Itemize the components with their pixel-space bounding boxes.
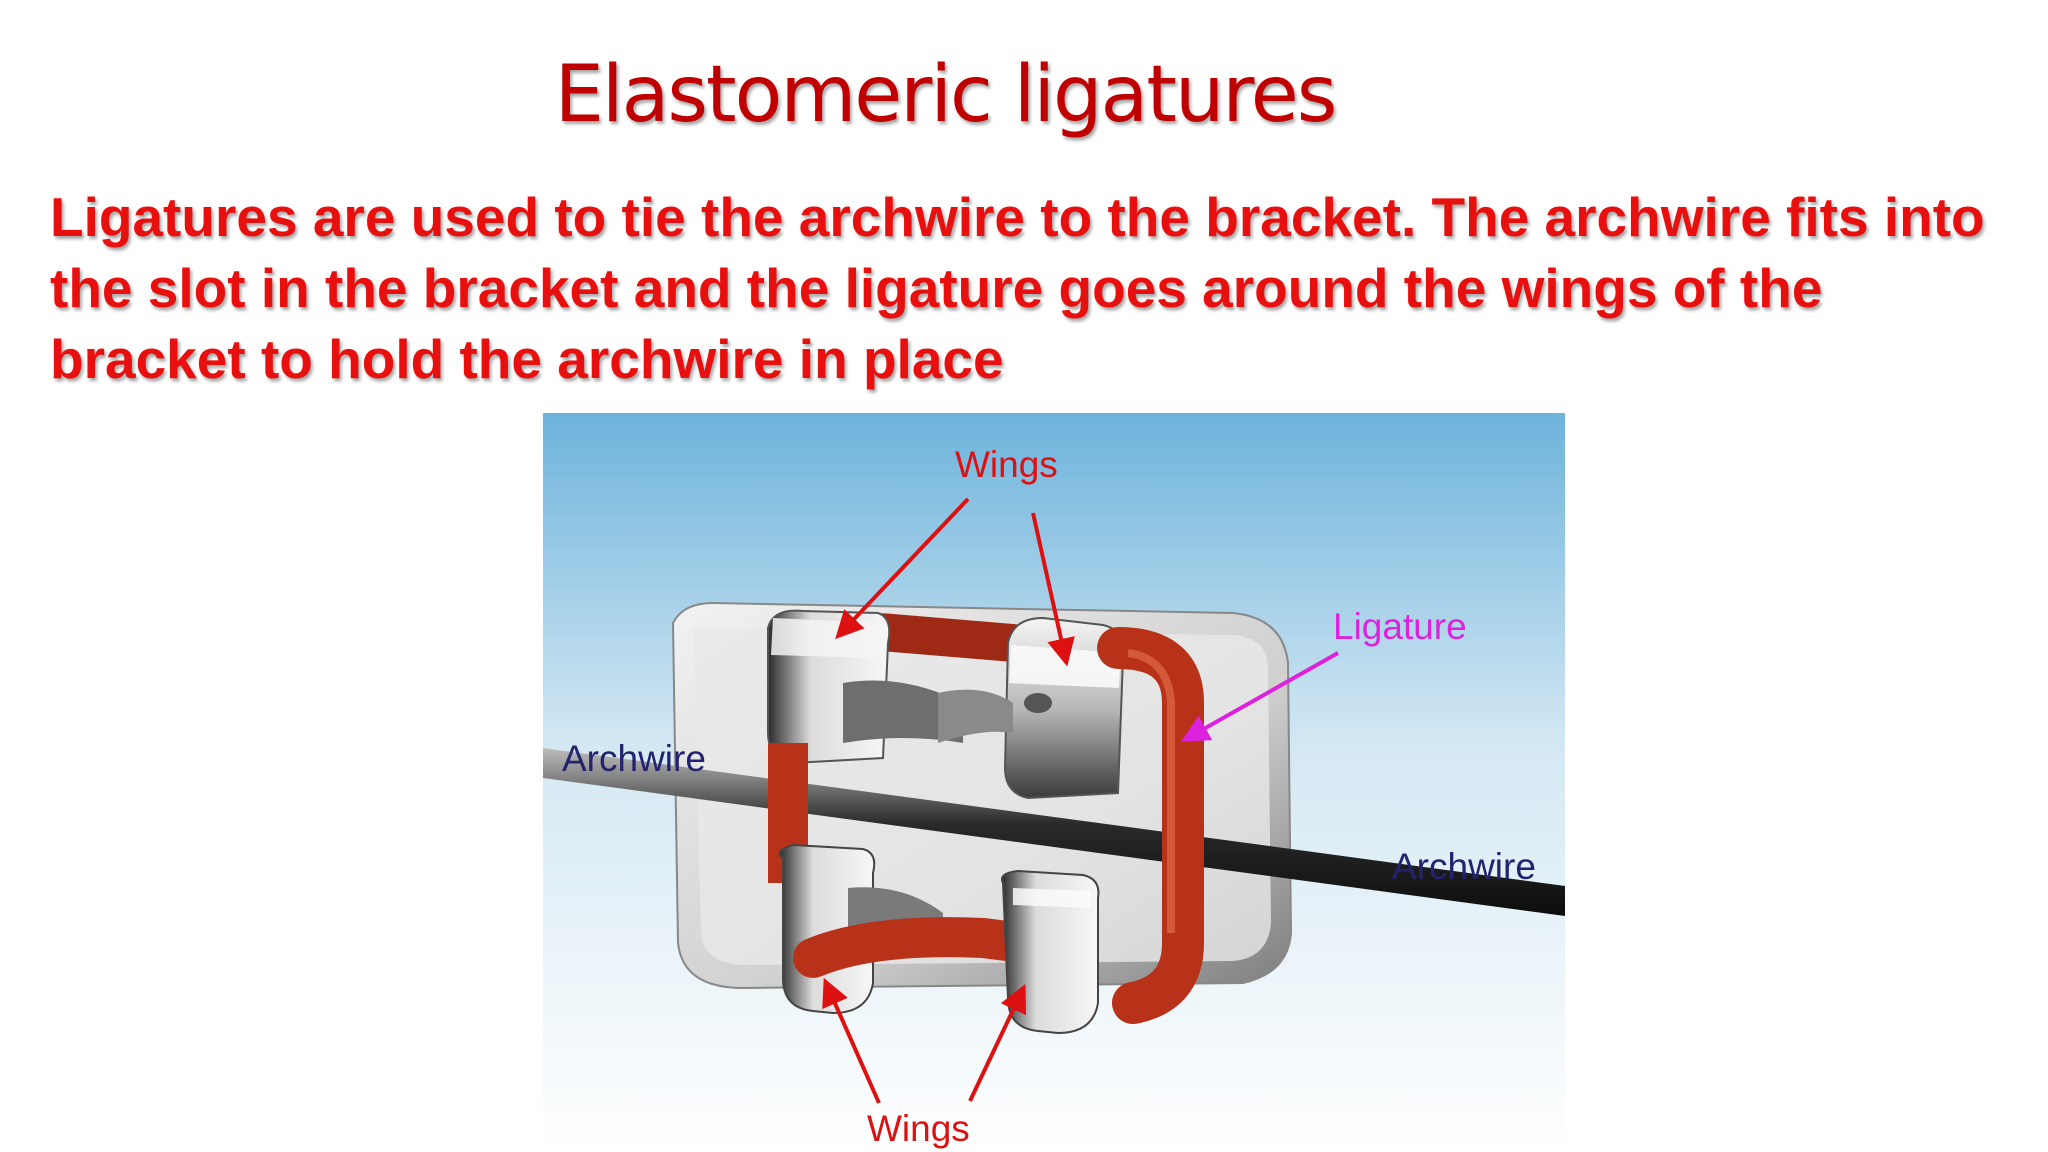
wings-bottom-arrow-right: [968, 983, 1027, 1102]
wing-top-right: [938, 616, 1125, 800]
bracket-diagram: Wings Ligature Archwire Archwire Wings: [543, 413, 1565, 1152]
ligature-arrow: [1181, 651, 1339, 742]
archwire-right-label: Archwire: [1392, 846, 1536, 887]
ligature-label: Ligature: [1333, 606, 1467, 647]
slide-body-text: Ligatures are used to tie the archwire t…: [50, 186, 1985, 390]
wing-bottom-right: [1001, 869, 1100, 1035]
ligature-band-right: [1097, 627, 1204, 1024]
wings-top-arrow-right: [1031, 512, 1075, 667]
wings-top-arrow-left: [835, 497, 970, 640]
wings-bottom-label: Wings: [867, 1108, 970, 1149]
ligature-band-bottom: [793, 917, 1043, 978]
slide-title: Elastomeric ligatures: [554, 50, 1338, 140]
wings-top-label: Wings: [955, 444, 1058, 485]
archwire-left-label: Archwire: [562, 738, 706, 779]
wings-bottom-arrow-left: [822, 977, 881, 1104]
